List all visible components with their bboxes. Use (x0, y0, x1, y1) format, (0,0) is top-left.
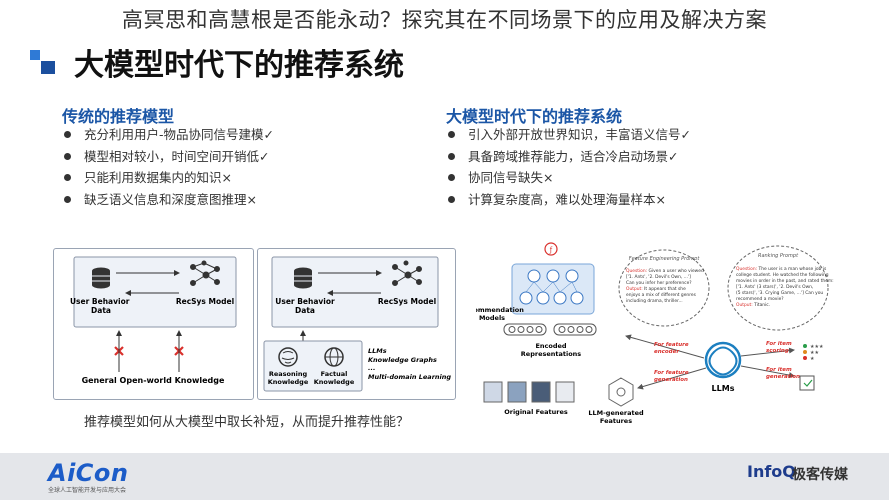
svg-text:Question: The user is a man wh: Question: The user is a man whose job is… (736, 266, 835, 308)
infoq-brand-name: 极客传媒 (792, 467, 848, 483)
llm-pipeline-diagram: ƒ RecommendationModels EncodedRepresenta… (460, 238, 856, 428)
svg-text:LLMs: LLMs (712, 384, 735, 393)
right-bullet: 计算复杂度高，难以处理海量样本× (446, 189, 691, 211)
right-bullet-list: 引入外部开放世界知识，丰富语义信号✓ 具备跨域推荐能力，适合冷启动场景✓ 协同信… (446, 124, 691, 210)
neural-network-icon (392, 260, 422, 286)
recsys-label: RecSys Model (176, 297, 234, 306)
infoq-logo: InfoQ (747, 462, 796, 481)
feature-engineering-prompt-bubble: Feature Engineering Prompt Question: Giv… (618, 249, 710, 327)
left-bullet: 模型相对较小，时间空间开销低✓ (62, 146, 274, 168)
right-bullet: 引入外部开放世界知识，丰富语义信号✓ (446, 124, 691, 146)
recsys-label: RecSys Model (378, 297, 436, 306)
database-icon (92, 267, 110, 289)
svg-text:Question: Given a user who vie: Question: Given a user who viewed ['1. A… (626, 268, 705, 304)
svg-text:User Behavior Data: User Behavior Data (70, 297, 132, 315)
svg-text:★: ★ (810, 356, 815, 362)
right-bullet: 协同信号缺失× (446, 167, 691, 189)
left-bullet: 缺乏语义信息和深度意图推理× (62, 189, 274, 211)
recommendation-model-icon: ƒ (511, 242, 595, 315)
llm-logo-icon (704, 341, 742, 379)
svg-text:Ranking Prompt: Ranking Prompt (758, 253, 799, 259)
encoded-vector (503, 323, 547, 336)
traditional-diagram: User Behavior Data RecSys Model General … (53, 248, 254, 400)
right-column-heading: 大模型时代下的推荐系统 (446, 107, 623, 126)
svg-text:Original Features: Original Features (504, 408, 568, 416)
feature-thumbnails (483, 381, 575, 403)
key-question: 推荐模型如何从大模型中取长补短，从而提升推荐性能？ (84, 415, 410, 430)
right-bullet: 具备跨域推荐能力，适合冷启动场景✓ (446, 146, 691, 168)
left-bullet-list: 充分利用用户-物品协同信号建模✓ 模型相对较小，时间空间开销低✓ 只能利用数据集… (62, 124, 274, 210)
open-world-knowledge-label: General Open-world Knowledge (82, 376, 225, 385)
user-behavior-label-line1: User Behavior (70, 297, 130, 306)
ranking-prompt-bubble: Ranking Prompt Question: The user is a m… (727, 245, 835, 331)
svg-text:Feature Engineering Prompt: Feature Engineering Prompt (629, 256, 701, 262)
slide-title: 大模型时代下的推荐系统 (74, 48, 404, 83)
left-bullet: 充分利用用户-物品协同信号建模✓ (62, 124, 274, 146)
item-generation-icon (799, 375, 815, 391)
svg-text:ƒ: ƒ (549, 246, 553, 254)
globe-icon (324, 347, 344, 367)
aicon-subtitle: 全球人工智能开发与应用大会 (48, 487, 127, 494)
svg-text:★★★: ★★★ (810, 344, 824, 350)
encoded-vector (553, 323, 597, 336)
neural-network-icon (190, 260, 220, 286)
footer-bar (0, 453, 889, 500)
svg-text:★★: ★★ (810, 350, 819, 356)
left-bullet: 只能利用数据集内的知识× (62, 167, 274, 189)
svg-text:RecommendationModels: RecommendationModels (476, 306, 524, 322)
database-icon (294, 267, 312, 289)
heading-mark-icon (30, 50, 55, 74)
feature-generation-icon (608, 377, 634, 407)
brain-icon (278, 347, 298, 367)
left-column-heading: 传统的推荐模型 (62, 107, 175, 126)
aicon-logo: AiCon (48, 459, 129, 487)
scoring-list-icon: ★★★ ★★ ★ (803, 344, 824, 362)
top-title: 高冥思和高慧根是否能永动？探究其在不同场景下的应用及解决方案 (122, 8, 767, 32)
llm-knowledge-sources: LLMs Knowledge Graphs ... Multi-domain L… (368, 347, 451, 381)
